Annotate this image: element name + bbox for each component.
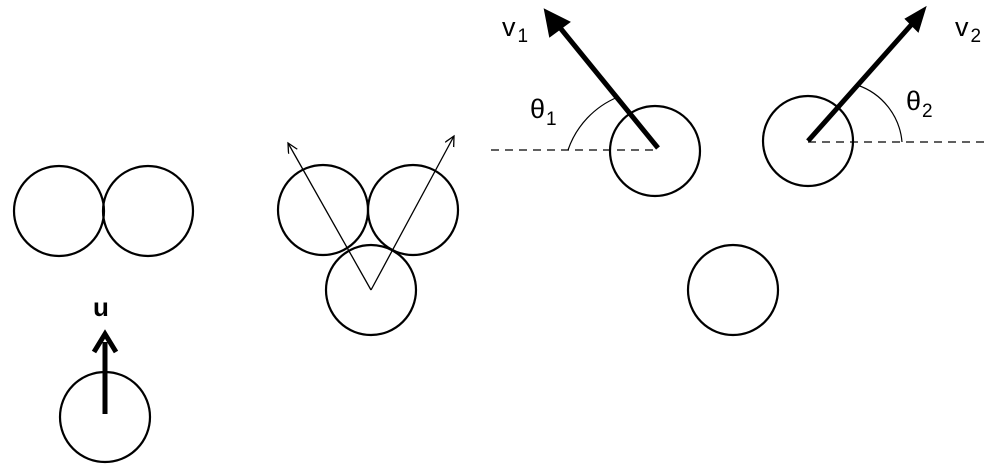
panel-impact	[276, 136, 460, 337]
angle-theta2-label: θ2	[906, 86, 933, 122]
scattered-ball-2	[761, 94, 855, 188]
velocity-v1-arrowhead	[543, 8, 571, 38]
scattered-ball-1	[608, 104, 702, 198]
target-ball-left	[12, 164, 106, 258]
panel-initial: u	[12, 164, 195, 464]
impact-direction-right-arrow	[370, 136, 454, 291]
velocity-u-label: u	[93, 292, 109, 322]
velocity-u-arrowhead	[91, 329, 119, 354]
impact-incoming-ball	[324, 243, 418, 337]
angle-theta1-label: θ1	[530, 94, 557, 130]
angle-theta2-arc	[856, 84, 903, 143]
impact-ball-right	[366, 163, 460, 257]
stopped-incoming-ball	[686, 243, 780, 337]
target-ball-right	[101, 164, 195, 258]
impact-direction-left-arrow	[288, 143, 372, 291]
angle-theta1-arc	[567, 96, 619, 151]
velocity-v2-arrow	[806, 22, 914, 143]
velocity-v2-arrowhead	[904, 5, 927, 33]
impact-ball-left	[276, 163, 370, 257]
velocity-v1-arrow	[555, 22, 660, 150]
